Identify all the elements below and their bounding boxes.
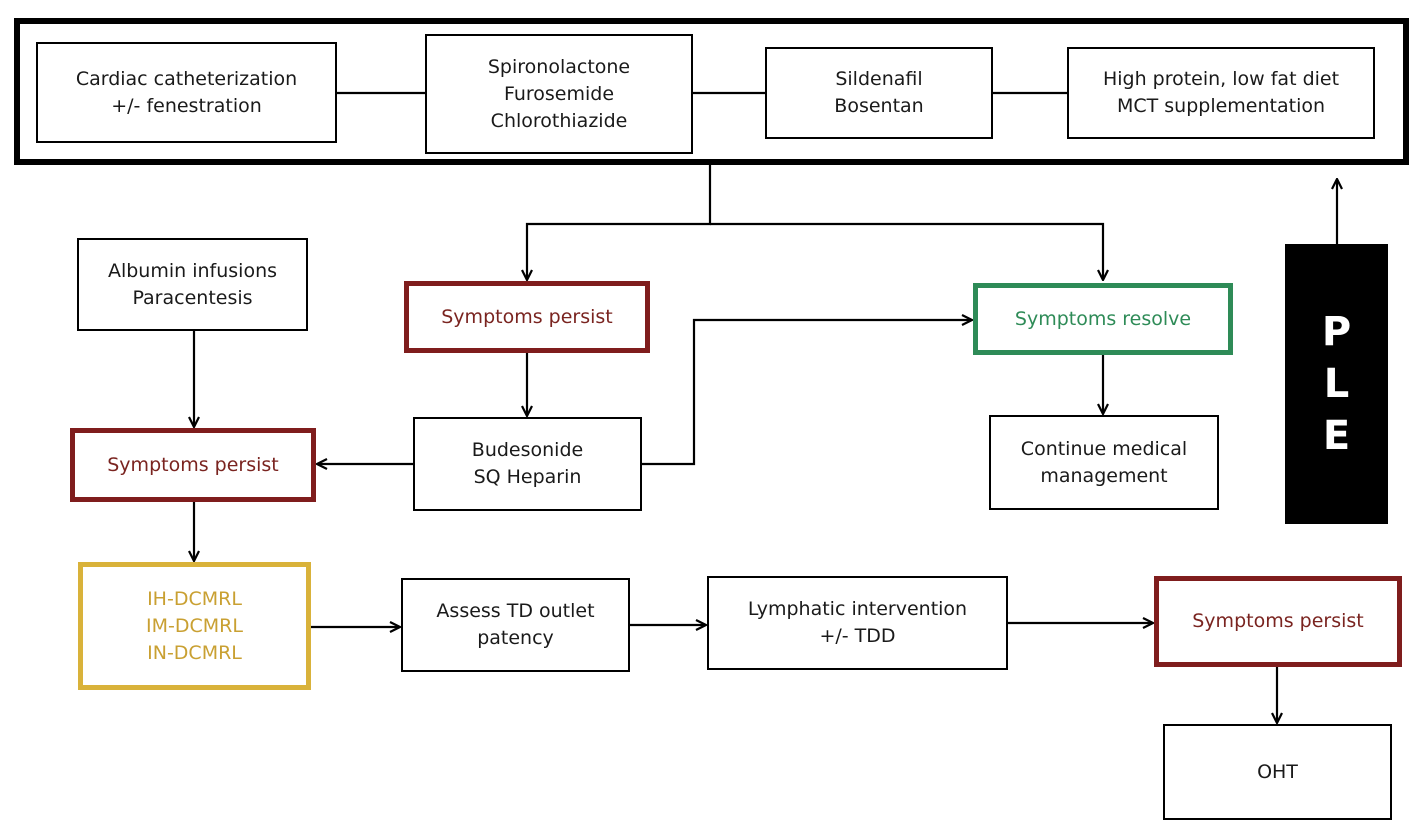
continue-management-box: Continue medical management	[989, 415, 1219, 510]
diuretics-line-3: Chlorothiazide	[490, 109, 628, 132]
vasodilators-line-2: Bosentan	[834, 95, 924, 117]
dcmrl-box: IH-DCMRL IM-DCMRL IN-DCMRL	[78, 562, 311, 690]
ple-letter-p: P	[1321, 309, 1352, 355]
vasodilators-box: Sildenafil Bosentan	[765, 47, 993, 139]
ple-bar: P L E	[1285, 244, 1388, 524]
lymphatic-line-2: +/- TDD	[819, 625, 896, 647]
budesonide-line-2: SQ Heparin	[473, 466, 582, 488]
dcmrl-line-3: IN-DCMRL	[147, 641, 242, 664]
cardiac-catheterization-box: Cardiac catheterization +/- fenestration	[36, 42, 337, 143]
cardiac-line-2: +/- fenestration	[111, 94, 262, 117]
diet-line-1: High protein, low fat diet	[1102, 68, 1340, 90]
initial-management-group	[14, 18, 1409, 165]
arrow-top-to-resolve	[710, 222, 1103, 279]
symptoms-resolve-box: Symptoms resolve	[973, 283, 1233, 355]
assess-td-box: Assess TD outlet patency	[401, 578, 630, 672]
continue-line-2: management	[1040, 464, 1168, 487]
budesonide-box: Budesonide SQ Heparin	[413, 417, 642, 511]
vasodilators-line-1: Sildenafil	[835, 68, 923, 90]
albumin-line-1: Albumin infusions	[107, 259, 278, 282]
ple-letter-l: L	[1323, 361, 1350, 407]
albumin-line-2: Paracentesis	[132, 286, 253, 309]
assess-line-2: patency	[477, 627, 554, 649]
symptoms-persist-label-1: Symptoms persist	[441, 305, 613, 328]
dcmrl-line-2: IM-DCMRL	[146, 614, 243, 637]
oht-label: OHT	[1257, 760, 1298, 783]
dcmrl-line-1: IH-DCMRL	[147, 587, 242, 610]
symptoms-persist-box-2: Symptoms persist	[70, 428, 316, 502]
budesonide-line-1: Budesonide	[471, 439, 584, 461]
diuretics-line-2: Furosemide	[503, 82, 615, 105]
symptoms-resolve-label: Symptoms resolve	[1014, 307, 1192, 330]
continue-line-1: Continue medical	[1020, 437, 1188, 460]
diet-box: High protein, low fat diet MCT supplemen…	[1067, 47, 1375, 139]
oht-box: OHT	[1163, 724, 1392, 820]
diuretics-box: Spironolactone Furosemide Chlorothiazide	[425, 34, 693, 154]
lymphatic-intervention-box: Lymphatic intervention +/- TDD	[707, 576, 1008, 670]
diet-line-2: MCT supplementation	[1116, 95, 1326, 117]
symptoms-persist-box-3: Symptoms persist	[1154, 576, 1402, 667]
arrow-budesonide-to-resolve	[642, 320, 971, 466]
ple-letter-e: E	[1322, 413, 1351, 459]
arrow-top-to-persist	[527, 165, 712, 279]
symptoms-persist-label-3: Symptoms persist	[1192, 610, 1364, 632]
symptoms-persist-box-1: Symptoms persist	[404, 281, 650, 353]
assess-line-1: Assess TD outlet	[436, 600, 595, 622]
albumin-box: Albumin infusions Paracentesis	[77, 238, 308, 331]
cardiac-line-1: Cardiac catheterization	[75, 67, 298, 90]
lymphatic-line-1: Lymphatic intervention	[747, 598, 968, 620]
diuretics-line-1: Spironolactone	[487, 55, 631, 78]
symptoms-persist-label-2: Symptoms persist	[107, 453, 279, 476]
